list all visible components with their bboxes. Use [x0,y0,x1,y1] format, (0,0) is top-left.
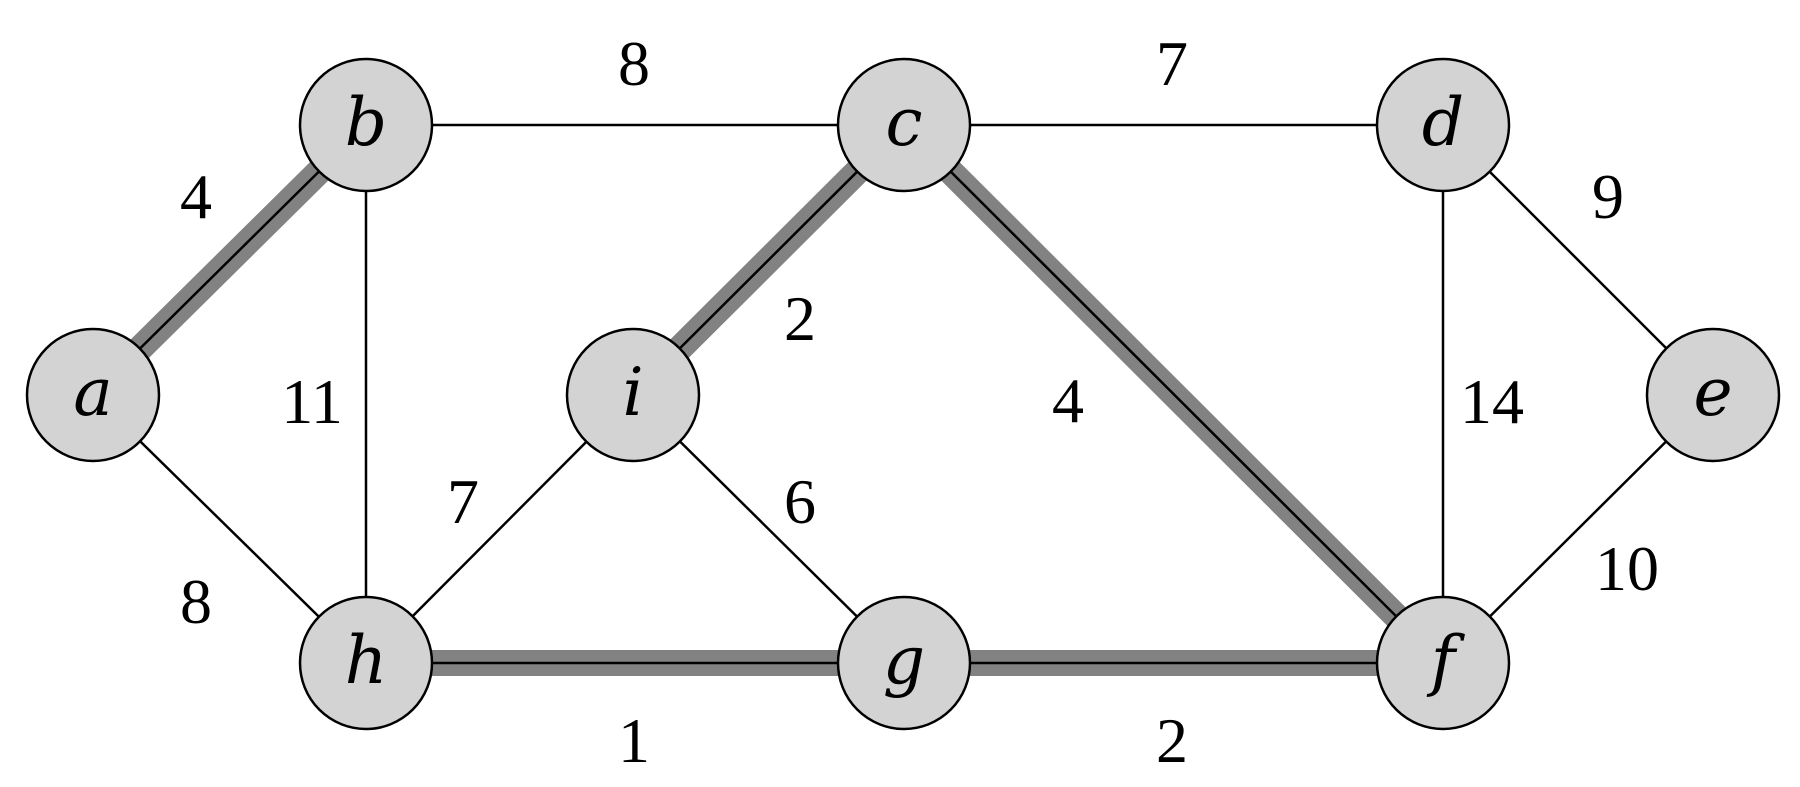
node-f: f [1375,595,1511,731]
weight-label-d-f: 14 [1460,366,1524,437]
node-c: c [836,57,972,193]
node-circle-b [298,57,434,193]
node-label-b: b [345,84,387,161]
node-circle-a [25,327,161,463]
node-circle-e [1645,327,1781,463]
node-label-h: h [345,622,388,699]
node-layer: a b c d e f g h i [25,57,1781,731]
weight-label-d-e: 9 [1592,161,1624,232]
node-label-i: i [622,354,643,431]
node-label-g: g [883,622,925,699]
node-i: i [565,327,701,463]
weight-label-h-i: 7 [447,466,479,537]
node-g: g [836,595,972,731]
weight-label-b-h: 11 [281,366,343,437]
node-d: d [1375,57,1511,193]
weight-label-c-i: 2 [784,283,816,354]
weight-label-a-h: 8 [180,566,212,637]
node-circle-g [836,595,972,731]
node-b: b [298,57,434,193]
node-e: e [1645,327,1781,463]
node-h: h [298,595,434,731]
node-label-e: e [1693,354,1732,431]
node-circle-h [298,595,434,731]
node-label-d: d [1422,84,1464,161]
weight-label-g-i: 6 [784,466,816,537]
node-label-a: a [73,354,112,431]
weight-label-c-f: 4 [1052,365,1084,436]
weight-label-f-g: 2 [1156,705,1188,776]
node-label-c: c [886,84,923,161]
node-a: a [25,327,161,463]
node-circle-f [1375,595,1511,731]
node-circle-i [565,327,701,463]
node-circle-c [836,57,972,193]
weight-label-g-h: 1 [618,705,650,776]
edge-c-f [903,124,1444,664]
node-circle-d [1375,57,1511,193]
weight-label-a-b: 4 [180,161,212,232]
weight-label-c-d: 7 [1156,28,1188,99]
weight-label-b-c: 8 [618,28,650,99]
weight-label-e-f: 10 [1595,533,1659,604]
weight-label-layer: 4 8 8 11 7 2 4 9 14 10 2 1 6 7 [180,28,1659,776]
